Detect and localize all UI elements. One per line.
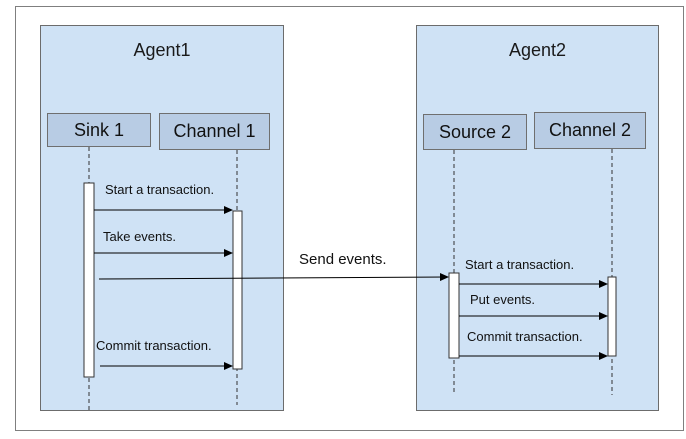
msg-start-transaction-2: Start a transaction. — [465, 257, 575, 272]
agent1-title: Agent1 — [133, 40, 191, 60]
sink1-box: Sink 1 — [47, 113, 151, 147]
channel1-activation — [232, 210, 243, 370]
channel1-box: Channel 1 — [159, 113, 270, 150]
channel2-activation — [607, 276, 617, 357]
source2-activation — [448, 272, 460, 359]
arrow-send-events — [98, 273, 449, 282]
agent1-container: Agent1 — [40, 25, 284, 411]
channel2-box: Channel 2 — [534, 112, 646, 149]
source2-box: Source 2 — [423, 114, 527, 150]
msg-send-events: Send events. — [299, 251, 387, 268]
msg-put-events: Put events. — [470, 292, 536, 307]
agent2-title: Agent2 — [508, 40, 567, 60]
msg-take-events: Take events. — [103, 229, 176, 244]
msg-commit-transaction-2: Commit transaction. — [467, 329, 583, 344]
msg-commit-transaction-1: Commit transaction. — [96, 338, 212, 353]
msg-start-transaction-1: Start a transaction. — [105, 182, 215, 197]
sink1-activation — [83, 182, 95, 378]
